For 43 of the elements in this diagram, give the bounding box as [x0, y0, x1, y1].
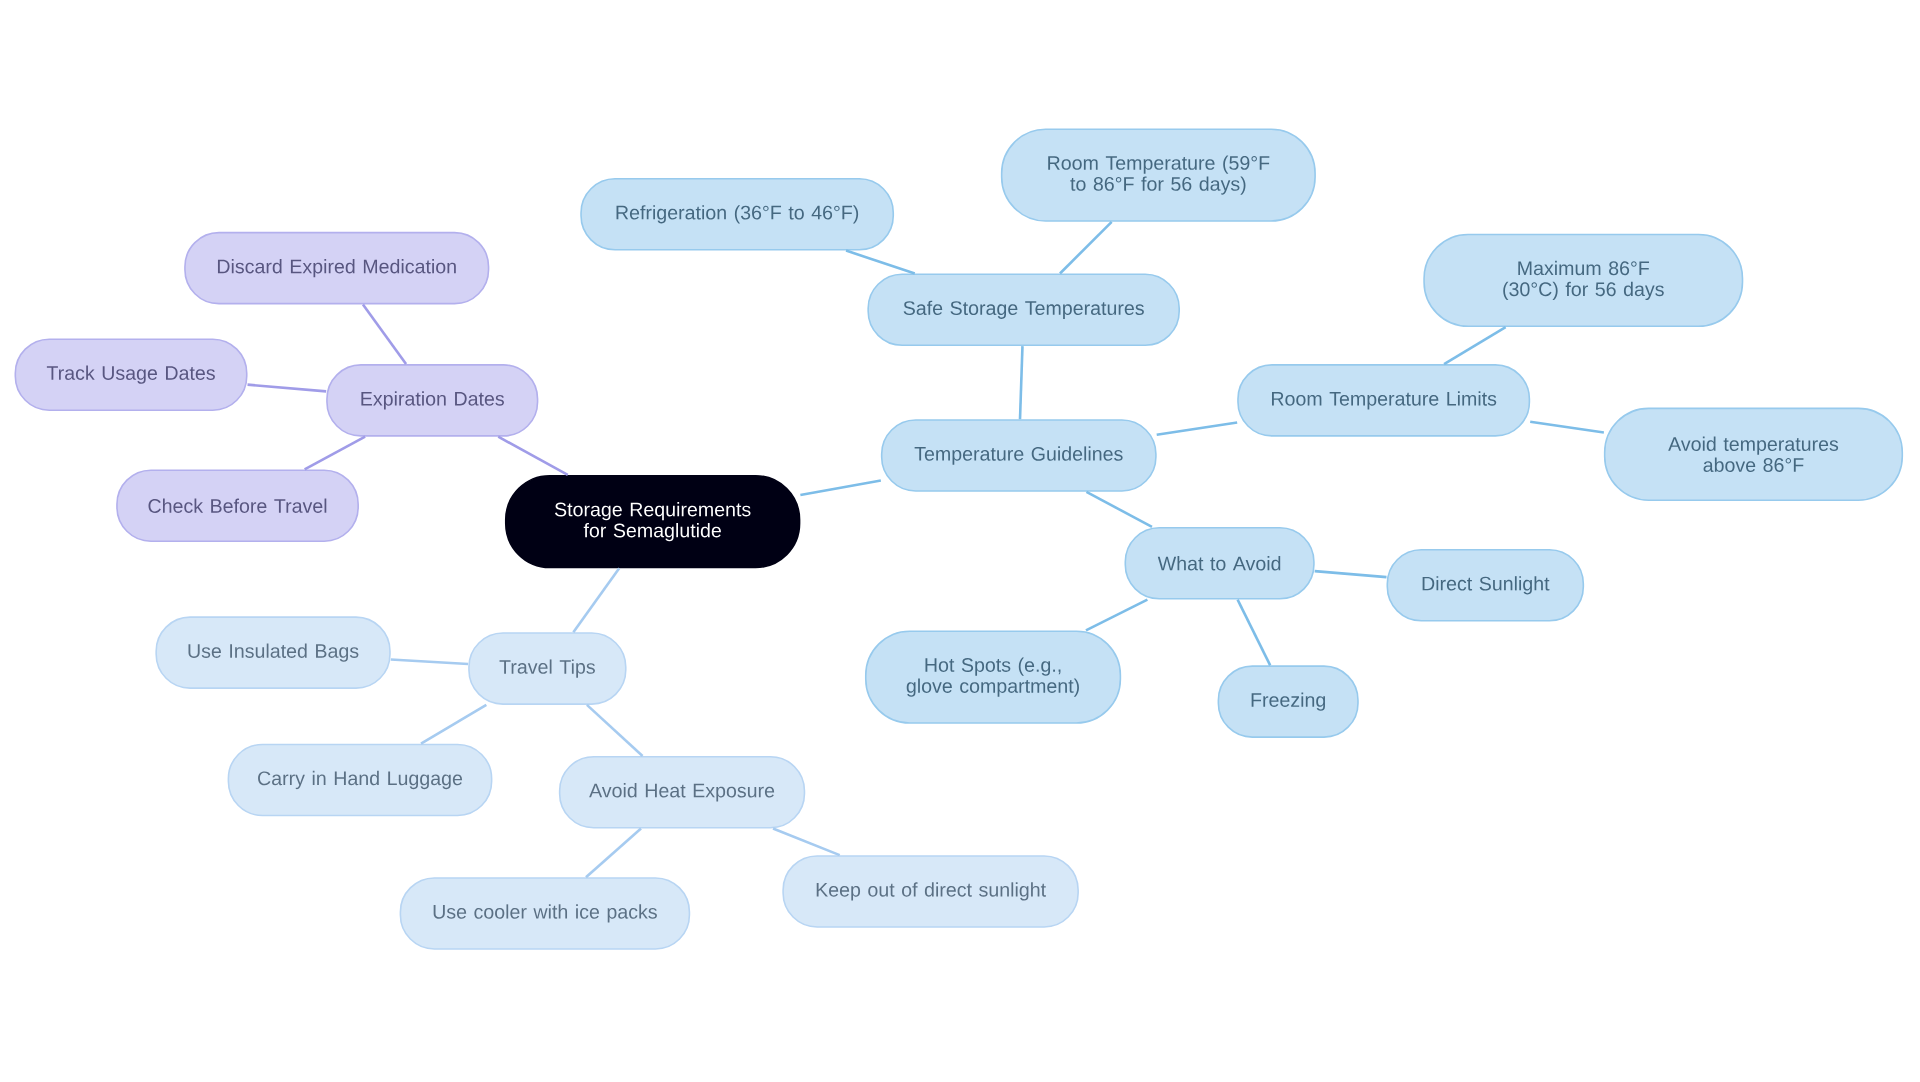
connector-line — [390, 657, 469, 666]
connector-line — [572, 567, 621, 633]
connector-line — [585, 827, 642, 878]
topic-box: Expiration Dates — [326, 363, 539, 437]
topic-box: Room Temperature (59°F to 86°F for 56 days) — [1000, 128, 1316, 222]
connector-line — [1530, 420, 1605, 434]
topic-box: What to Avoid — [1124, 526, 1315, 600]
topic-box: Safe Storage Temperatures — [867, 273, 1180, 346]
topic-box: Refrigeration (36°F to 46°F) — [580, 177, 895, 251]
connector-line — [420, 703, 487, 745]
topic-box: Carry in Hand Luggage — [227, 743, 493, 817]
topic-box: Room Temperature Limits — [1237, 363, 1531, 437]
connector-line — [1085, 598, 1148, 632]
connector-line — [586, 703, 644, 757]
connector-line — [361, 303, 408, 365]
connector-line — [304, 435, 366, 471]
connector-line — [1156, 421, 1238, 436]
topic-box: Discard Expired Medication — [184, 231, 490, 305]
connector-line — [1236, 598, 1272, 666]
topic-box: Avoid temperatures above 86°F — [1603, 407, 1904, 501]
topic-box: Freezing — [1217, 665, 1359, 738]
connector-line — [247, 383, 327, 393]
connector-line — [1059, 220, 1113, 275]
connector-line — [845, 249, 916, 275]
topic-box: Travel Tips — [468, 632, 627, 705]
connector-line — [1314, 569, 1387, 579]
topic-box: Hot Spots (e.g., glove compartment) — [864, 630, 1122, 724]
topic-box: Use Insulated Bags — [155, 616, 391, 689]
connector-line — [1018, 345, 1024, 420]
topic-box: Keep out of direct sunlight — [782, 854, 1079, 928]
topic-box: Temperature Guidelines — [880, 419, 1157, 492]
topic-box: Avoid Heat Exposure — [558, 755, 806, 829]
connector-line — [1443, 325, 1507, 365]
connector-line — [497, 435, 569, 476]
central-topic-box: Storage Requirements for Semaglutide — [504, 474, 801, 569]
topic-box: Track Usage Dates — [14, 338, 248, 411]
topic-box: Maximum 86°F (30°C) for 56 days — [1423, 233, 1744, 327]
topic-box: Direct Sunlight — [1386, 548, 1585, 622]
connector-line — [772, 827, 841, 857]
topic-box: Check Before Travel — [116, 469, 359, 542]
connector-line — [800, 478, 882, 497]
topic-box: Use cooler with ice packs — [399, 876, 691, 950]
connector-line — [1085, 490, 1153, 528]
